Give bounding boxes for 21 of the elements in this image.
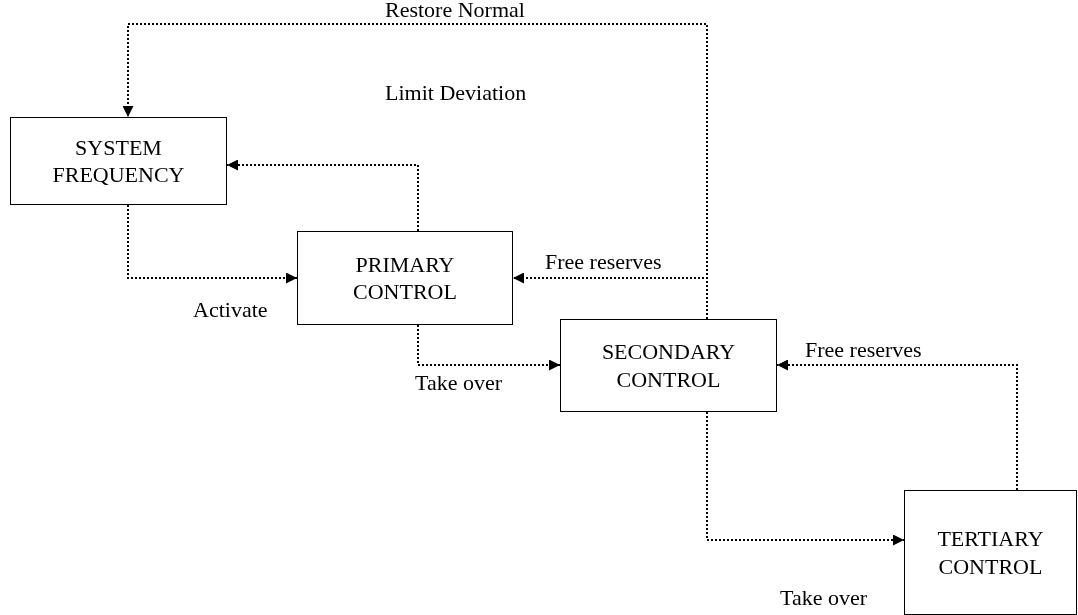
arrow: [512, 272, 708, 320]
edge-label: Limit Deviation: [385, 82, 527, 104]
arrow: [226, 159, 419, 232]
arrow: [776, 359, 1018, 491]
box-label: PRIMARY CONTROL: [352, 250, 458, 306]
process-box: [297, 231, 513, 325]
edge-label: Take over: [780, 587, 868, 609]
edge-label: Take over: [415, 372, 503, 394]
box-label: TERTIARY CONTROL: [936, 525, 1045, 580]
box-label: SYSTEM FREQUENCY: [51, 133, 186, 189]
arrow: [127, 204, 298, 284]
process-box: [904, 490, 1077, 615]
box-label: SECONDARY CONTROL: [600, 338, 737, 393]
arrow: [417, 324, 561, 371]
edge-label: Free reserves: [545, 251, 662, 273]
edge-label: Activate: [193, 299, 268, 321]
edge-label: Free reserves: [805, 339, 922, 361]
process-box: [10, 117, 227, 205]
arrow: [706, 411, 905, 546]
edge-label: Restore Normal: [385, 0, 525, 21]
process-box: [560, 319, 777, 412]
